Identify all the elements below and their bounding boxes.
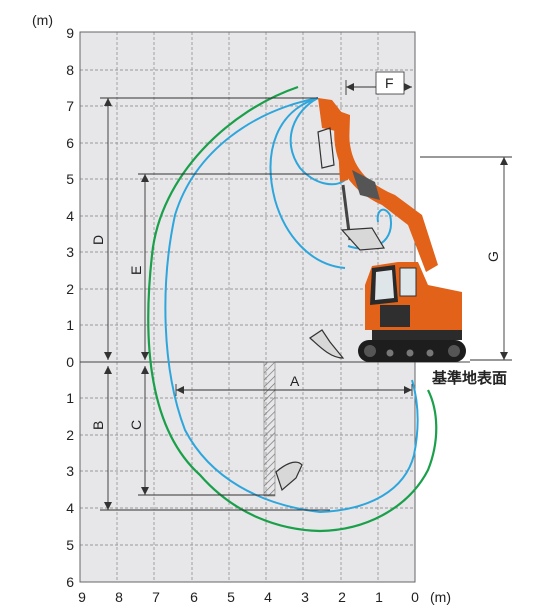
tick-y0: 0 — [66, 354, 74, 370]
bucket-high — [317, 127, 335, 169]
dimension-arrows — [104, 83, 508, 510]
f-label-box — [375, 71, 405, 95]
dim-d-label: D — [90, 235, 106, 245]
y-height-tick-labels: 9 8 7 6 5 4 3 2 1 0 — [66, 25, 74, 370]
x-tick-labels: 9 8 7 6 5 4 3 2 1 0 — [78, 589, 419, 605]
bucket-deep — [275, 461, 303, 492]
tick-y9: 9 — [66, 25, 74, 41]
tick-x5: 5 — [227, 589, 235, 605]
tick-d2: 2 — [66, 427, 74, 443]
plot-background — [80, 32, 415, 582]
outer-reach-envelope — [147, 85, 438, 533]
tick-y1: 1 — [66, 317, 74, 333]
tick-x2: 2 — [338, 589, 346, 605]
tick-d5: 5 — [66, 537, 74, 553]
tick-x3: 3 — [301, 589, 309, 605]
tick-d4: 4 — [66, 500, 74, 516]
vertical-wall-hatch — [263, 361, 276, 497]
tick-x1: 1 — [375, 589, 383, 605]
dim-b-label: B — [90, 421, 106, 430]
arm-curl-envelope — [289, 97, 346, 186]
bucket-ground — [309, 329, 345, 359]
tick-x6: 6 — [190, 589, 198, 605]
tick-d6: 6 — [66, 574, 74, 590]
arm-tip — [318, 98, 346, 132]
dim-a-label: A — [290, 373, 300, 389]
dimension-letters: A B C D E F G — [90, 75, 501, 430]
tick-x8: 8 — [115, 589, 123, 605]
dim-g-label: G — [485, 251, 501, 262]
tick-d3: 3 — [66, 463, 74, 479]
tick-x7: 7 — [152, 589, 160, 605]
y-unit-label: (m) — [32, 12, 53, 28]
tick-y8: 8 — [66, 62, 74, 78]
tick-d1: 1 — [66, 390, 74, 406]
tick-x4: 4 — [264, 589, 272, 605]
tick-y2: 2 — [66, 281, 74, 297]
tick-y5: 5 — [66, 171, 74, 187]
boom — [334, 115, 438, 272]
y-depth-tick-labels: 1 2 3 4 5 6 — [66, 390, 74, 590]
undercarriage — [372, 328, 462, 340]
excavator — [275, 98, 466, 492]
x-unit-label: (m) — [430, 589, 451, 605]
tick-y4: 4 — [66, 208, 74, 224]
tick-y3: 3 — [66, 244, 74, 260]
dim-f-label: F — [385, 75, 394, 91]
dim-c-label: C — [128, 420, 144, 430]
dim-e-label: E — [128, 266, 144, 275]
tick-x0: 0 — [411, 589, 419, 605]
ground-reference-label: 基準地表面 — [431, 369, 507, 387]
dimension-lines — [100, 80, 512, 511]
tick-y7: 7 — [66, 98, 74, 114]
boom-curl-envelope — [269, 97, 346, 269]
tick-x9: 9 — [78, 589, 86, 605]
bucket-curled — [340, 227, 386, 251]
tick-y6: 6 — [66, 135, 74, 151]
